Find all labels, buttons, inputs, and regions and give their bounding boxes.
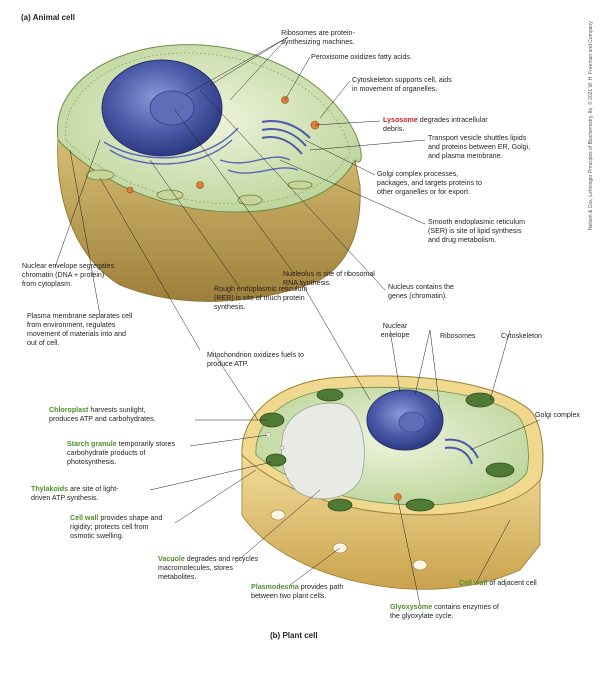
desc-chloroplast: harvests sunlight, produces ATP and carb… — [49, 406, 156, 423]
label-rer: Rough endoplasmic reticulum (RER) is sit… — [214, 285, 308, 311]
label-nuclear-envelope-animal: Nuclear envelope segregates chromatin (D… — [22, 262, 115, 288]
term-plasmodesma: Plasmodesma — [251, 583, 299, 591]
term-lysosome: Lysosome — [383, 116, 418, 124]
term-vacuole: Vacuole — [158, 555, 185, 563]
plant-chloroplasts — [259, 388, 515, 512]
animal-golgi — [261, 120, 311, 155]
plant-golgi — [444, 438, 479, 465]
label-vacuole: Vacuole degrades and recycles macromolec… — [158, 555, 258, 582]
credit-line: Nelson & Cox, Lehninger Principles of Bi… — [588, 21, 594, 230]
plant-vacuole — [281, 402, 365, 500]
animal-er — [103, 127, 299, 174]
desc-adjacent-cell-wall: of adjacent cell — [487, 579, 537, 587]
desc-vacuole: degrades and recycles macromolecules, st… — [158, 555, 259, 581]
label-lysosome: Lysosome degrades intracellular debris. — [383, 116, 488, 134]
label-nucleus: Nucleus contains the genes (chromatin). — [388, 283, 454, 300]
animal-cell-title: (a) Animal cell — [21, 13, 75, 22]
animal-nucleolus — [149, 90, 195, 126]
label-cell-wall: Cell wall provides shape and rigidity; p… — [70, 514, 162, 541]
label-ribosomes-animal: Ribosomes are protein- synthesizing mach… — [281, 29, 355, 46]
label-transport-vesicle: Transport vesicle shuttles lipids and pr… — [428, 134, 531, 160]
label-cytoskeleton-plant: Cytoskeleton — [501, 332, 543, 340]
desc-cell-wall: provides shape and rigidity; protects ce… — [70, 514, 163, 540]
term-thylakoids: Thylakoids — [31, 485, 69, 493]
plant-cell-drawing — [241, 375, 544, 590]
plant-nucleolus — [398, 411, 426, 433]
label-nuclear-envelope-plant: Nuclear envelope — [380, 322, 410, 339]
label-starch-granule: Starch granule temporarily stores carboh… — [67, 440, 175, 467]
label-adjacent-cell-wall: Cell wall of adjacent cell — [459, 579, 537, 588]
label-glyoxysome: Glyoxysome contains enzymes of the glyox… — [390, 603, 499, 621]
label-ribosomes-plant: Ribosomes — [440, 332, 476, 340]
label-plasmodesma: Plasmodesma provides path between two pl… — [251, 583, 343, 601]
term-cell-wall: Cell wall — [70, 514, 99, 522]
label-nucleolus: Nucleolus is site of ribosomal RNA synth… — [283, 270, 375, 287]
label-chloroplast: Chloroplast harvests sunlight, produces … — [49, 406, 156, 424]
term-chloroplast: Chloroplast — [49, 406, 89, 414]
label-ser: Smooth endoplasmic reticulum (SER) is si… — [428, 218, 525, 244]
plant-glyoxysome — [394, 493, 402, 501]
label-golgi-animal: Golgi complex processes, packages, and t… — [377, 170, 482, 196]
label-thylakoids: Thylakoids are site of light- driven ATP… — [31, 485, 119, 503]
desc-lysosome: degrades intracellular debris. — [383, 116, 488, 133]
term-starch-granule: Starch granule — [67, 440, 117, 448]
term-glyoxysome: Glyoxysome — [390, 603, 433, 611]
leader-lines — [54, 36, 541, 606]
label-peroxisome: Peroxisome oxidizes fatty acids. — [311, 53, 412, 61]
desc-glyoxysome: contains enzymes of the glyoxylate cycle… — [390, 603, 499, 620]
label-mitochondrion: Mitochondrion oxidizes fuels to produce … — [207, 351, 304, 368]
label-cytoskeleton-animal: Cytoskeleton supports cell, aids in move… — [352, 76, 452, 93]
desc-starch-granule: temporarily stores carbohydrate products… — [67, 440, 176, 466]
label-plasma-membrane: Plasma membrane separates cell from envi… — [27, 312, 133, 347]
plant-cell-title: (b) Plant cell — [270, 631, 318, 640]
label-golgi-plant: Golgi complex — [535, 411, 580, 419]
desc-thylakoids: are site of light- driven ATP synthesis. — [31, 485, 119, 502]
term-adjacent-cell-wall: Cell wall — [459, 579, 488, 587]
desc-plasmodesma: provides path between two plant cells. — [251, 583, 344, 600]
